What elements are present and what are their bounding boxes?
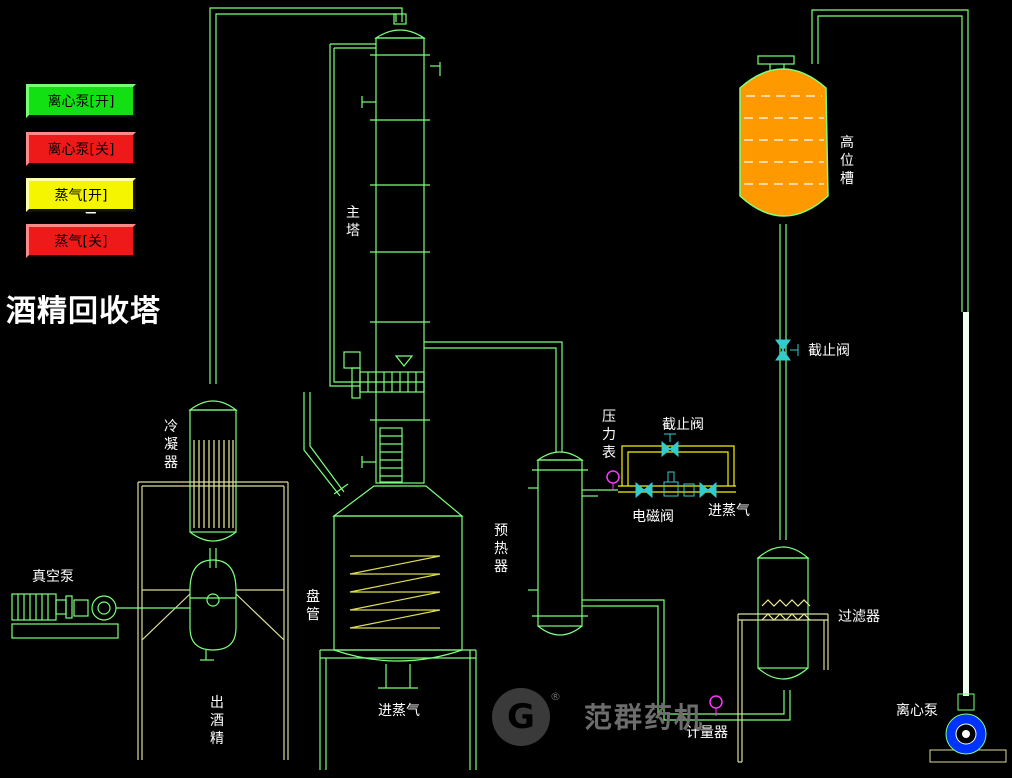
steam-on-button[interactable]: 蒸气[开] — [26, 178, 136, 212]
pump-on-button[interactable]: 离心泵[开] — [26, 84, 136, 118]
steam-in-right-label: 进蒸气 — [708, 503, 750, 519]
vacuum-pump-label: 真空泵 — [32, 569, 74, 585]
filter — [756, 546, 811, 680]
preheater-label: 预热器 — [494, 523, 508, 575]
steam-off-button[interactable]: 蒸气[关] — [26, 224, 136, 258]
main-tower-label: 主塔 — [346, 205, 360, 239]
watermark-logo: G — [492, 688, 550, 746]
stop-valve-steam[interactable] — [661, 433, 679, 458]
coil-label: 盘管 — [306, 589, 320, 623]
main-tower — [359, 29, 441, 484]
vacuum-pump — [11, 593, 190, 639]
pressure-gauge-label: 压力表 — [602, 409, 616, 461]
reboiler — [303, 392, 477, 770]
pressure-gauge-icon — [606, 470, 620, 484]
stop-valve-mid-label: 截止阀 — [662, 417, 704, 433]
high-tank-body — [739, 68, 829, 217]
watermark-reg-mark: ® — [550, 690, 561, 703]
solenoid-valve[interactable] — [635, 471, 717, 499]
level-indicator — [963, 312, 969, 696]
watermark-brand: 范群药机 — [584, 701, 705, 734]
filter-label: 过滤器 — [838, 609, 880, 625]
stop-valve-vertical[interactable] — [775, 339, 799, 361]
page-title: 酒精回收塔 — [6, 294, 161, 329]
centrifugal-pump-label: 离心泵 — [896, 703, 938, 719]
condenser-label: 冷凝器 — [164, 419, 178, 471]
meter-label: 计量器 — [686, 725, 728, 741]
receiver-tank — [189, 559, 237, 661]
preheater — [424, 341, 598, 636]
pump-off-button[interactable]: 离心泵[关] — [26, 132, 136, 166]
out-alcohol-label: 出酒精 — [210, 695, 224, 747]
stop-valve-top-label: 截止阀 — [808, 343, 850, 359]
centrifugal-pump — [929, 693, 1007, 763]
condenser — [188, 400, 238, 568]
steam-in-bottom-label: 进蒸气 — [378, 703, 420, 719]
meter-gauge-icon — [709, 695, 723, 709]
solenoid-valve-label: 电磁阀 — [632, 509, 674, 525]
high-tank-label: 高位槽 — [840, 135, 854, 187]
